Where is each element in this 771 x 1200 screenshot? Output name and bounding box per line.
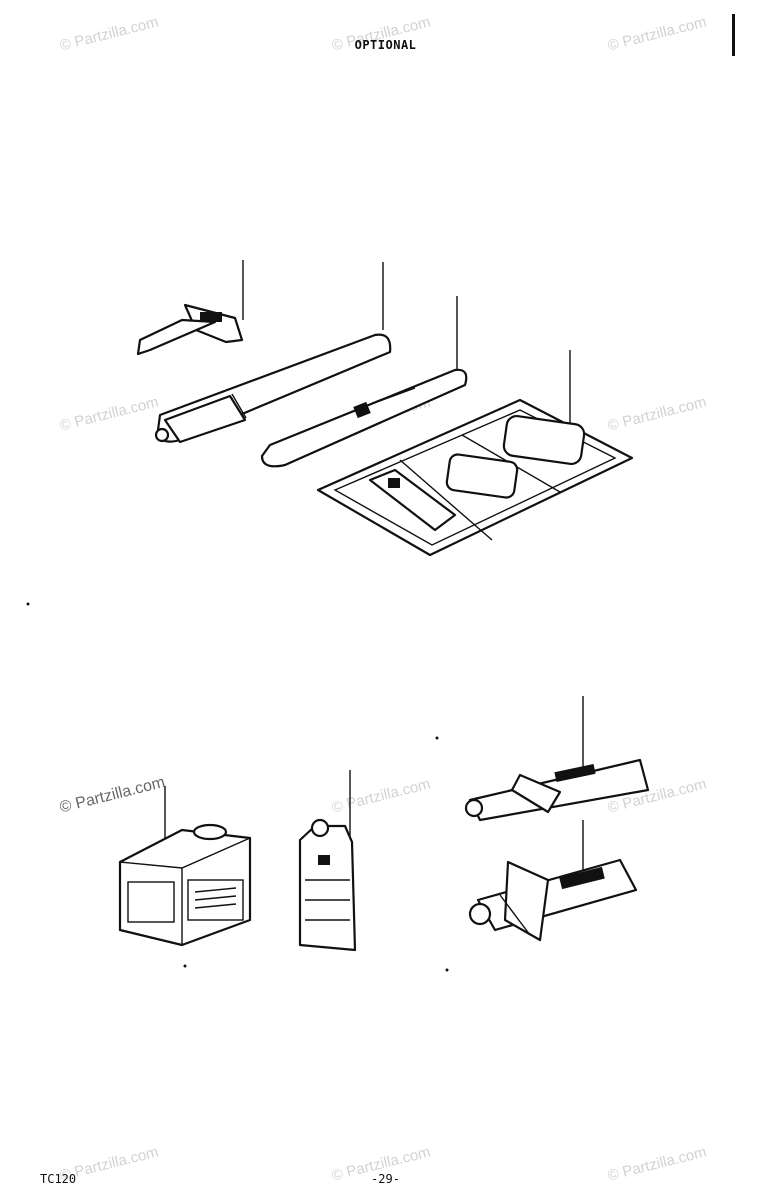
page-title: OPTIONAL — [354, 38, 417, 52]
tool-tube[interactable] — [260, 368, 468, 468]
tool-kit-case[interactable] — [316, 398, 634, 557]
oil-can-large[interactable] — [118, 823, 252, 947]
tube-package-lower[interactable] — [468, 858, 638, 942]
ignition-key[interactable] — [136, 303, 244, 356]
tire-pump[interactable] — [154, 333, 392, 444]
page-number: -29- — [371, 1172, 400, 1186]
leader-lines-upper — [242, 260, 571, 428]
scan-edge-mark — [732, 14, 735, 56]
model-code: TC120 — [40, 1172, 77, 1186]
oil-bottle-small[interactable] — [298, 818, 357, 952]
tube-package-upper[interactable] — [464, 758, 650, 822]
leader-lines-lower — [164, 696, 584, 870]
